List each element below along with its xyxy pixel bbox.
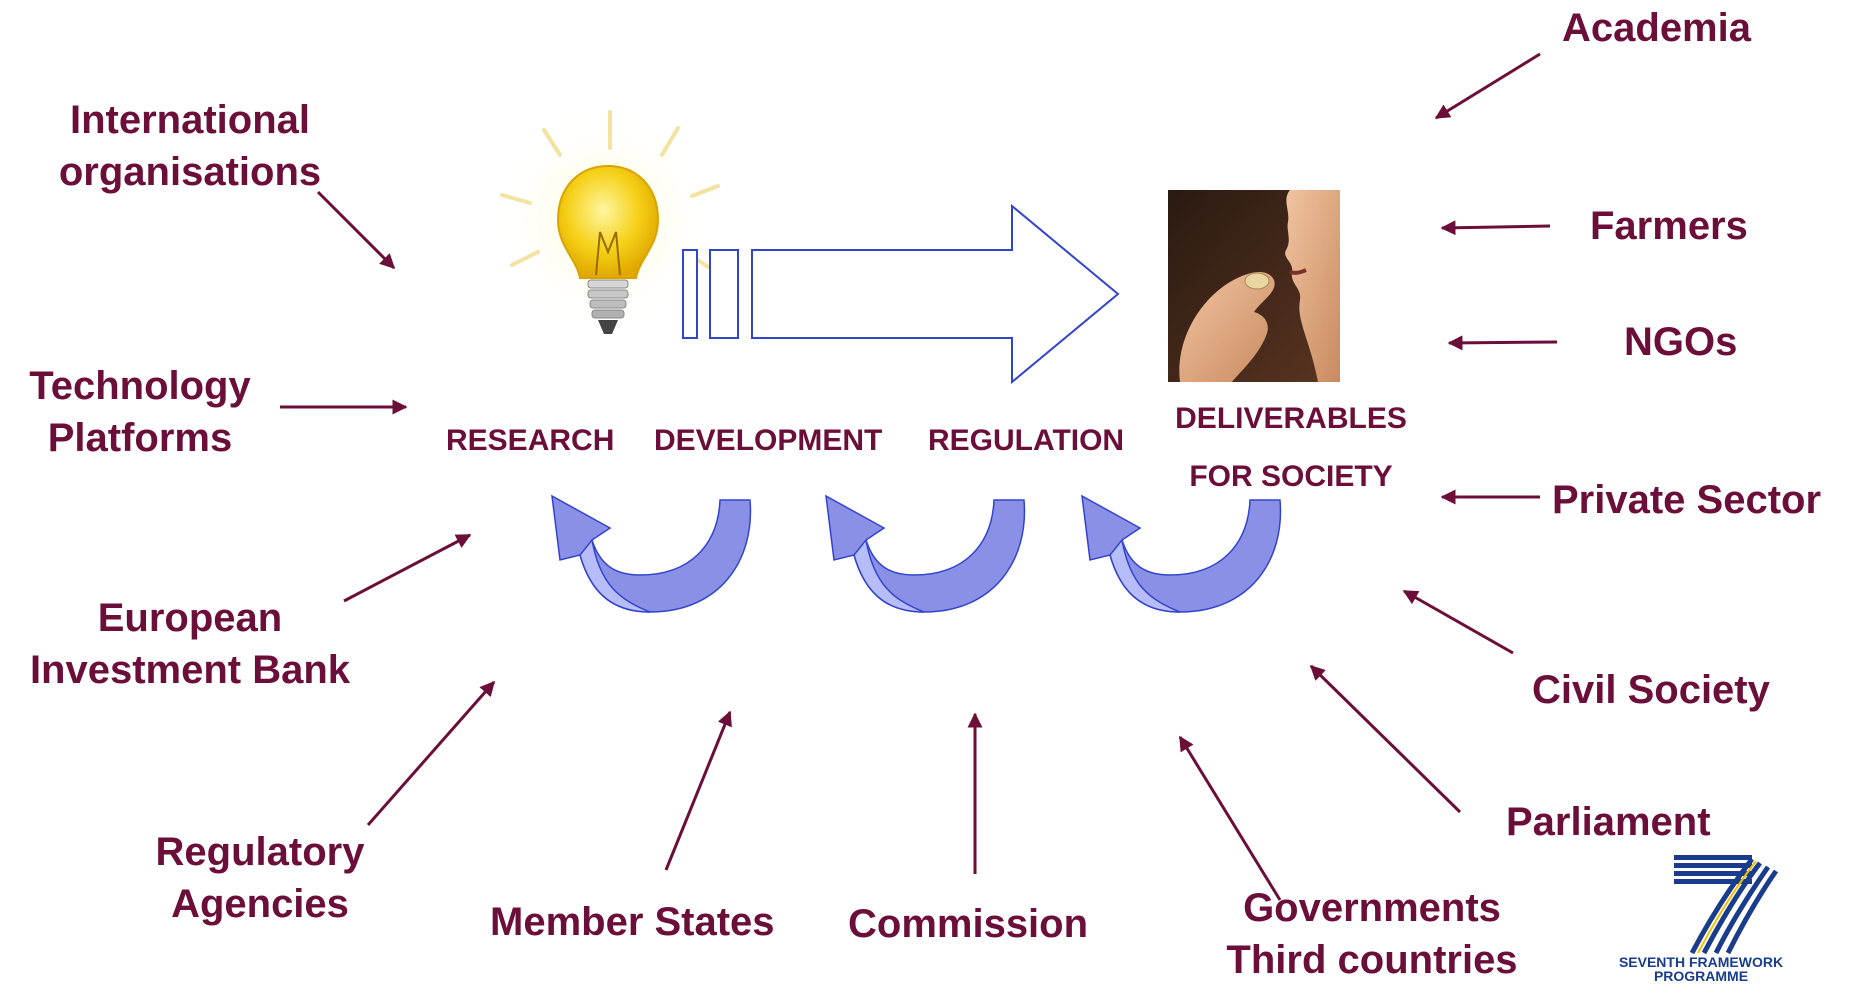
actor-civil-society: Civil Society (1532, 668, 1770, 712)
actor-arrows (280, 52, 1558, 901)
fp7-logo-text-2: PROGRAMME (1653, 968, 1749, 984)
actor-academia: Academia (1562, 6, 1751, 50)
arrow-governments (1178, 735, 1282, 901)
fp7-logo-text-1: SEVENTH FRAMEWORK (1618, 954, 1784, 970)
arrow-ngos (1447, 335, 1558, 351)
cycle-arrows (551, 494, 1282, 613)
actor-farmers: Farmers (1590, 204, 1748, 248)
arrow-academia (1434, 52, 1541, 120)
stage-deliverables: DELIVERABLES FOR SOCIETY (1175, 402, 1407, 493)
actor-ngos: NGOs (1624, 320, 1738, 364)
arrow-international-organisations (316, 190, 396, 270)
actor-commission: Commission (848, 902, 1089, 946)
arrow-member-states (664, 710, 732, 871)
actor-international-organisations: International organisations (58, 98, 322, 194)
actor-regulatory-agencies: Regulatory Agencies (155, 830, 365, 926)
actor-governments-third-countries: Governments Third countries (1226, 886, 1518, 982)
lightbulb-icon (495, 110, 720, 334)
deliverables-photo (1168, 190, 1340, 382)
fp7-seven-icon (1674, 855, 1779, 955)
actor-technology-platforms: Technology Platforms (29, 364, 251, 460)
actor-parliament: Parliament (1506, 800, 1711, 844)
cycle-arrow-regulation (1081, 494, 1282, 613)
stage-research: RESEARCH (446, 424, 615, 457)
stage-regulation: REGULATION (928, 424, 1125, 457)
actor-european-investment-bank: European Investment Bank (29, 596, 351, 692)
fp7-logo: SEVENTH FRAMEWORK PROGRAMME (1612, 855, 1790, 985)
arrow-regulatory-agencies (366, 680, 496, 826)
arrow-farmers (1440, 220, 1551, 236)
actor-member-states: Member States (490, 900, 775, 944)
actor-private-sector: Private Sector (1552, 478, 1822, 522)
stage-development: DEVELOPMENT (654, 424, 883, 457)
cycle-arrow-research (551, 494, 752, 613)
cycle-arrow-development (825, 494, 1026, 613)
process-arrow (682, 203, 1120, 385)
arrow-european-investment-bank (343, 533, 472, 603)
arrow-parliament (1309, 664, 1462, 814)
arrow-civil-society (1402, 589, 1514, 655)
